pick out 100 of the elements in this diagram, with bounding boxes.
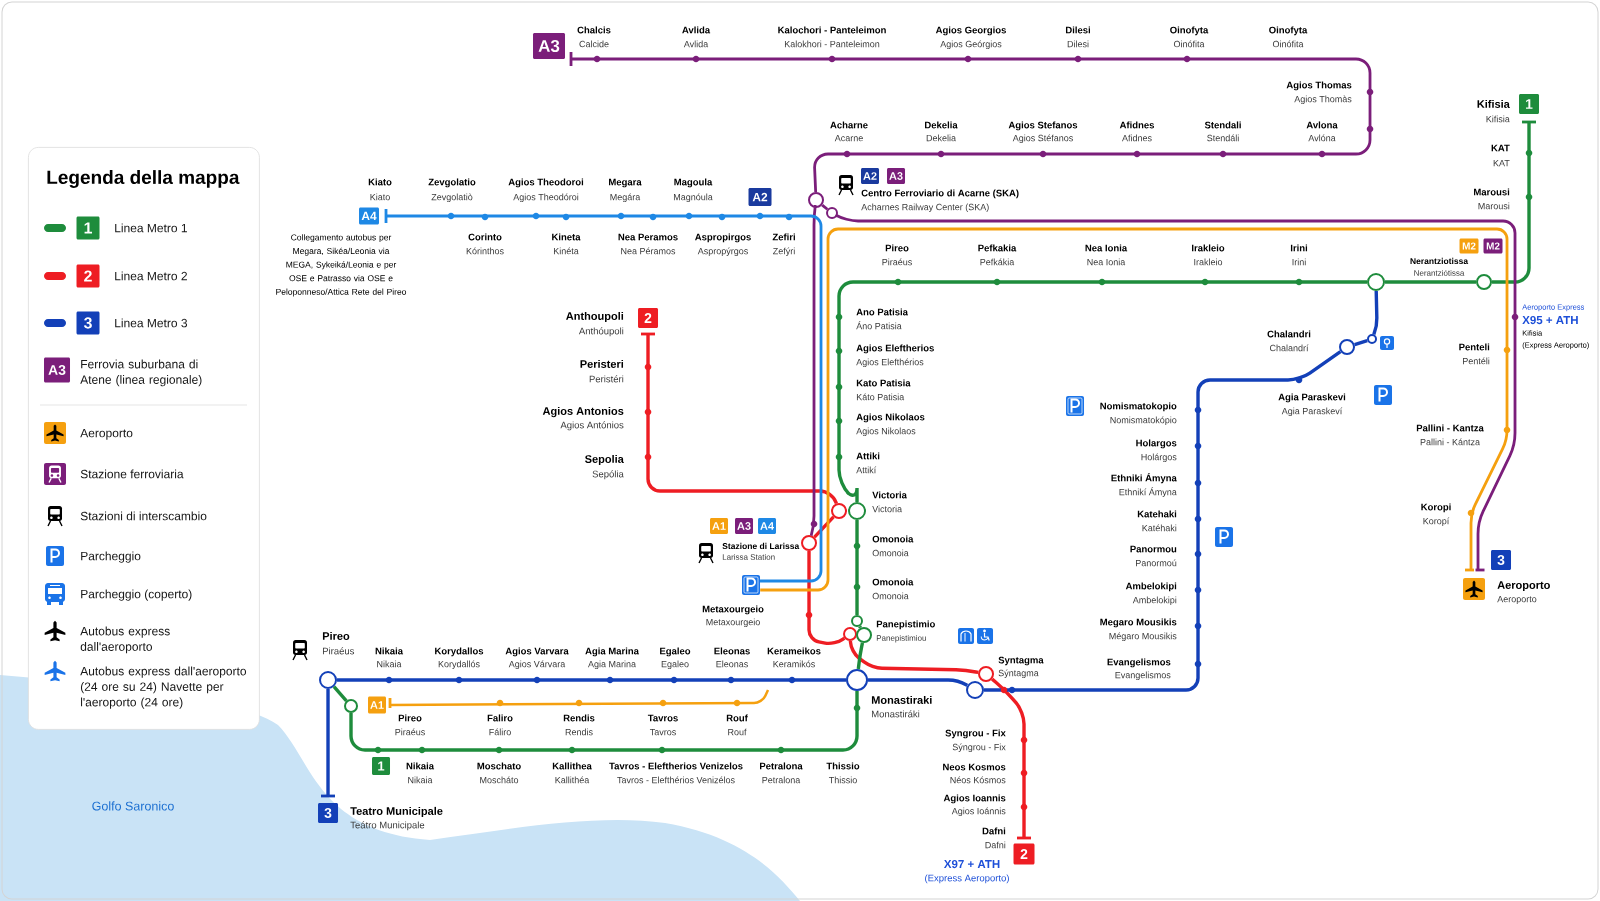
legend-text: Linea Metro 2 [115,271,187,281]
station-name: Korydallós [438,660,480,669]
station-name: Omonoia [872,578,914,586]
station-name: Marousi [1474,188,1510,196]
interchange-ring [319,671,337,689]
line-badge: 3 [76,311,100,335]
station-name: KAT [1491,144,1510,152]
interchange-ring [831,503,847,519]
station-name: Marousi [1478,202,1510,210]
line-badge: 1 [1519,94,1539,114]
station-name: Agios Stéfanos [1012,134,1073,143]
station-name: Stendáli [1207,134,1239,142]
station-name: Kórinthos [466,247,504,255]
line-badge: A2 [861,168,879,184]
interchange-ring [808,192,824,208]
station-name: Agios Elefthérios [856,358,924,367]
interchange-ring [843,627,857,641]
legend-text: Stazione ferroviaria [80,469,184,479]
bus-route-label: (Express Aeroporto) [925,874,1009,884]
metro-line [848,640,979,675]
line-badge: A3 [44,357,70,383]
station-name: Pentéli [1463,357,1490,365]
station-name: Chalandrí [1269,344,1309,352]
station-name: Nea Ionia [1087,258,1126,266]
interchange-ring [856,627,872,643]
station-name: Dafni [982,827,1006,835]
metro-line [868,678,969,687]
station-name: Korydallos [435,647,484,657]
station-name: Dilesi [1067,40,1089,48]
station-name: Sýngrou - Fix [952,743,1006,752]
station-name: Stendali [1204,121,1241,129]
station-name: Agios Theodóroi [513,193,579,202]
sea-label: Golfo Saronico [92,801,174,811]
station-name: Nikaia [377,660,402,668]
station-name: Avlona [1306,121,1338,129]
station-name: Irakleio [1192,244,1225,252]
interchange-ring [801,535,817,551]
line-badge: 3 [1491,550,1511,570]
line-badge: 2 [1013,843,1035,865]
station-name: Káto Patisia [856,393,905,401]
station-name: Kineta [552,233,581,241]
metro-line [984,350,1342,692]
station-name: Sýntagma [998,669,1039,678]
line-badge: A4 [758,518,776,534]
station-name: Agios Nikolaos [856,413,925,423]
station-name: Pireo [322,631,350,640]
station-name: Ethnikí Ámyna [1119,487,1177,497]
station-name: Ambelokipi [1132,596,1177,605]
station-name: Egaleo [660,647,691,657]
station-name: Evangelismos [1115,671,1171,680]
station-name: Afidnes [1119,121,1155,129]
station-name: Kato Patisia [856,379,911,387]
station-name: Piraéus [323,647,355,655]
line-badge: 2 [76,264,100,288]
metro-line [858,625,862,629]
station-name: Aeroporto [1497,595,1537,604]
station-name: Agios Thomas [1286,81,1352,91]
station-name: Agia Paraskeví [1281,407,1343,416]
station-name: Dafni [985,841,1006,849]
line-badge: A3 [735,518,753,534]
station-name: Nerantziótissa [1414,269,1465,276]
station-name: Megaro Mousikis [1100,618,1177,628]
station-name: Nikaia [375,647,404,655]
station-name: Oinofyta [1269,26,1308,36]
metro-line [646,334,838,505]
station-name: Holargos [1136,439,1177,449]
legend-text: Stazioni di interscambio [80,511,207,521]
interchange-ring [826,207,838,219]
station-name: Pireo [885,244,909,252]
interchange-ring [846,669,868,691]
station-name: Agia Paraskevi [1278,393,1346,403]
station-name: Avlóna [1308,134,1336,142]
station-name: Syngrou - Fix [945,729,1006,739]
station-name: Agios Antónios [560,421,624,431]
station-name: Kalokhori - Panteleimon [784,40,880,48]
station-name: Metaxourgeio [706,618,760,627]
station-name: Sepolia [585,454,624,466]
interchange-ring [851,615,863,627]
station-name: Syntagma [998,656,1044,666]
station-name: Kiato [370,193,390,201]
station-name: Panormou [1130,545,1177,553]
station-name: Tavros [649,728,676,736]
station-name: Stazione di Larissa [722,542,800,550]
station-name: Rouf [728,728,747,736]
station-name: Piraéus [882,258,912,266]
station-name: Agios Antonios [542,406,624,418]
station-name: Katéhaki [1142,524,1177,532]
station-name: Dilesi [1066,26,1090,34]
parking-icon [742,575,760,595]
station-name: Monastiráki [872,710,920,718]
station-name: Agios Eleftherios [856,344,934,354]
station-name: Agios Nikolaos [856,427,916,436]
station-name: Agios Várvara [508,660,566,669]
line-badge: 3 [318,803,338,823]
station-name: Larissa Station [722,554,775,560]
station-name: Omonoia [872,592,909,600]
station-name: Nomismatokopio [1100,402,1177,412]
station-name: Rendis [565,728,593,736]
station-name: Eleonas [714,647,750,655]
station-name: Irini [1292,258,1306,266]
